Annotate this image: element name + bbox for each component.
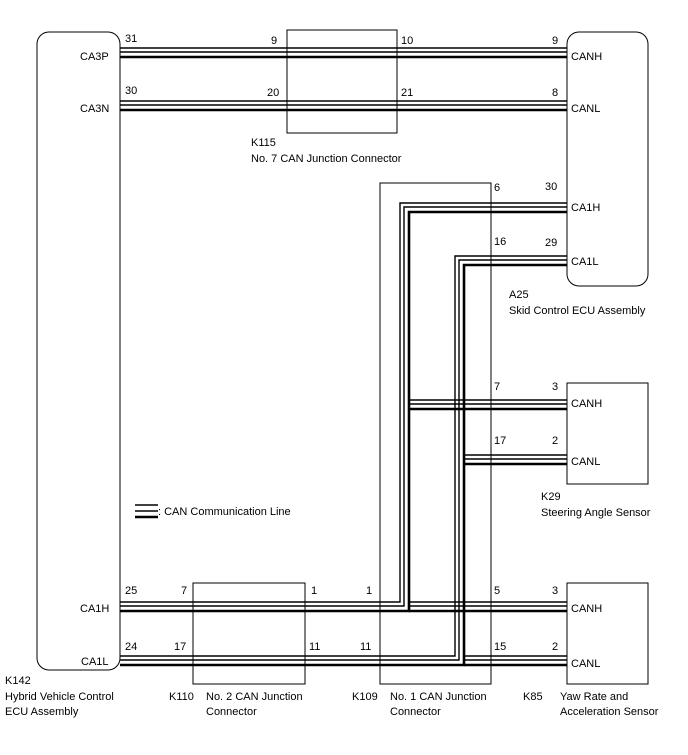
a25-name: Skid Control ECU Assembly [509,305,646,317]
a25-pinno-8: 8 [552,87,558,99]
k109-pinno-6: 6 [494,182,500,194]
k110-code: K110 [169,691,194,703]
k85-name-line2: Acceleration Sensor [560,706,659,718]
k85-name-line1: Yaw Rate and [560,691,628,703]
k115-pinno-9: 9 [271,35,277,47]
can-line-k109-k85-low [464,655,567,667]
k85-pinno-2: 2 [552,641,558,653]
can-line-k109-k29-high [409,399,567,411]
k142-pin-ca1l: CA1L [81,656,109,668]
can-line-ca1l-k110 [120,655,380,667]
k142-pin-ca3n: CA3N [80,103,109,115]
can-line-ca3n [120,100,567,112]
k109-pinno-16: 16 [494,236,506,248]
can-line-ca1h-k110 [120,601,380,613]
k109-pinno-15: 15 [494,641,506,653]
a25-pin-canl: CANL [571,103,600,115]
k142-pinno-25: 25 [125,585,137,597]
k85-pin-canl: CANL [571,658,600,670]
can-line-k109-k29-low [464,454,567,466]
k142-pinno-30: 30 [125,85,137,97]
k142-ecu-box [36,31,121,671]
k110-pinno-11: 11 [309,641,320,653]
k109-pinno-11: 11 [360,641,371,653]
k85-code: K85 [523,691,543,703]
k109-code: K109 [352,691,378,703]
k142-name-line2: ECU Assembly [5,706,79,718]
k29-pinno-2: 2 [552,435,558,447]
k85-pin-canh: CANH [571,603,602,615]
k109-pinno-17: 17 [494,435,506,447]
k109-pinno-5: 5 [494,585,500,597]
legend: : CAN Communication Line [135,504,291,519]
k115-junction-box [286,29,398,134]
k29-name: Steering Angle Sensor [541,507,651,519]
k142-pin-ca1h: CA1H [80,603,109,615]
k109-pinno-7: 7 [494,381,500,393]
k110-name-line2: Connector [206,706,257,718]
k109-name-line2: Connector [390,706,441,718]
a25-code: A25 [509,289,529,301]
k142-pinno-31: 31 [125,33,137,45]
k29-sensor-box [566,382,649,485]
a25-pin-canh: CANH [571,51,602,63]
a25-pinno-29: 29 [545,237,557,249]
k110-pinno-7: 7 [181,585,187,597]
a25-pinno-30: 30 [545,181,557,193]
k110-junction-box [192,582,306,685]
k85-pinno-3: 3 [552,585,558,597]
can-line-k109-a25-high [380,202,567,613]
k29-pin-canl: CANL [571,456,600,468]
k85-sensor-box [566,582,649,685]
legend-label: : CAN Communication Line [158,506,291,518]
a25-pin-ca1l: CA1L [571,256,599,268]
k109-name-line1: No. 1 CAN Junction [390,691,487,703]
k29-code: K29 [541,491,561,503]
k109-pinno-1: 1 [366,585,372,597]
a25-pin-ca1h: CA1H [571,202,600,214]
can-line-k109-k85-high [409,601,567,613]
can-line-ca3p [120,47,567,59]
k142-name-line1: Hybrid Vehicle Control [5,691,114,703]
k115-code: K115 [251,137,276,149]
can-lines [120,47,567,667]
k110-name-line1: No. 2 CAN Junction [206,691,303,703]
k115-pinno-21: 21 [401,87,413,99]
k115-pinno-10: 10 [401,35,413,47]
a25-ecu-box [566,31,649,287]
k142-pinno-24: 24 [125,641,137,653]
k115-pinno-20: 20 [267,87,279,99]
k29-pin-canh: CANH [571,398,602,410]
k110-pinno-17: 17 [174,641,186,653]
k29-pinno-3: 3 [552,381,558,393]
k110-pinno-1: 1 [311,585,317,597]
k142-code: K142 [5,675,31,687]
k109-junction-box [379,182,492,685]
a25-pinno-9: 9 [552,35,558,47]
k142-pin-ca3p: CA3P [80,51,109,63]
k115-name: No. 7 CAN Junction Connector [251,153,402,165]
